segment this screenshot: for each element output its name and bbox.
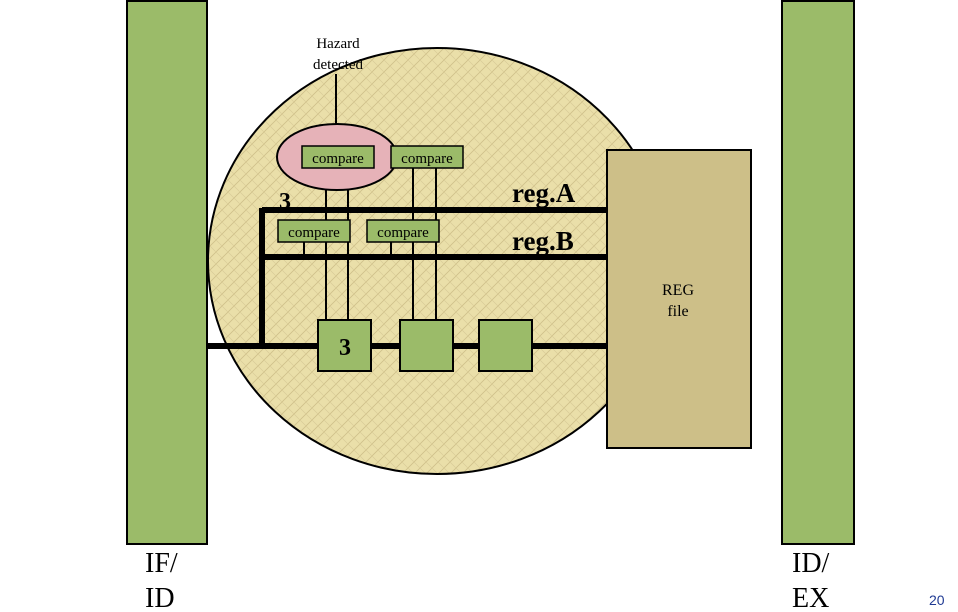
reg-b-label: reg.B	[512, 226, 574, 256]
hazard-label-line2: detected	[313, 57, 363, 73]
hazard-label-line1: Hazard	[316, 36, 360, 52]
id-ex-register	[781, 0, 855, 545]
latch-box-2	[399, 319, 454, 372]
latch-box-1	[317, 319, 372, 372]
id-ex-label-line1: ID/	[792, 548, 830, 579]
if-id-register	[126, 0, 208, 545]
if-id-label-line2: ID	[145, 583, 175, 612]
compare-label-3: compare	[288, 225, 340, 241]
reg-file-label-line2: file	[667, 303, 688, 320]
reg-file	[606, 149, 752, 449]
reg-file-label-line1: REG	[662, 282, 694, 299]
compare-label-2: compare	[401, 151, 453, 167]
wires	[207, 74, 607, 349]
compare-label-4: compare	[377, 225, 429, 241]
compare-box-4	[366, 219, 440, 243]
id-ex-label-line2: EX	[792, 583, 829, 612]
page-number: 20	[929, 592, 945, 608]
value-upper-label: 3	[279, 189, 291, 215]
latch-box-3	[478, 319, 533, 372]
compare-box-1	[301, 145, 375, 169]
if-id-label-line1: IF/	[145, 548, 178, 579]
value-box-label: 3	[339, 335, 351, 361]
compare-box-2	[390, 145, 464, 169]
compare-box-3	[277, 219, 351, 243]
compare-label-1: compare	[312, 151, 364, 167]
reg-a-label: reg.A	[512, 178, 576, 208]
